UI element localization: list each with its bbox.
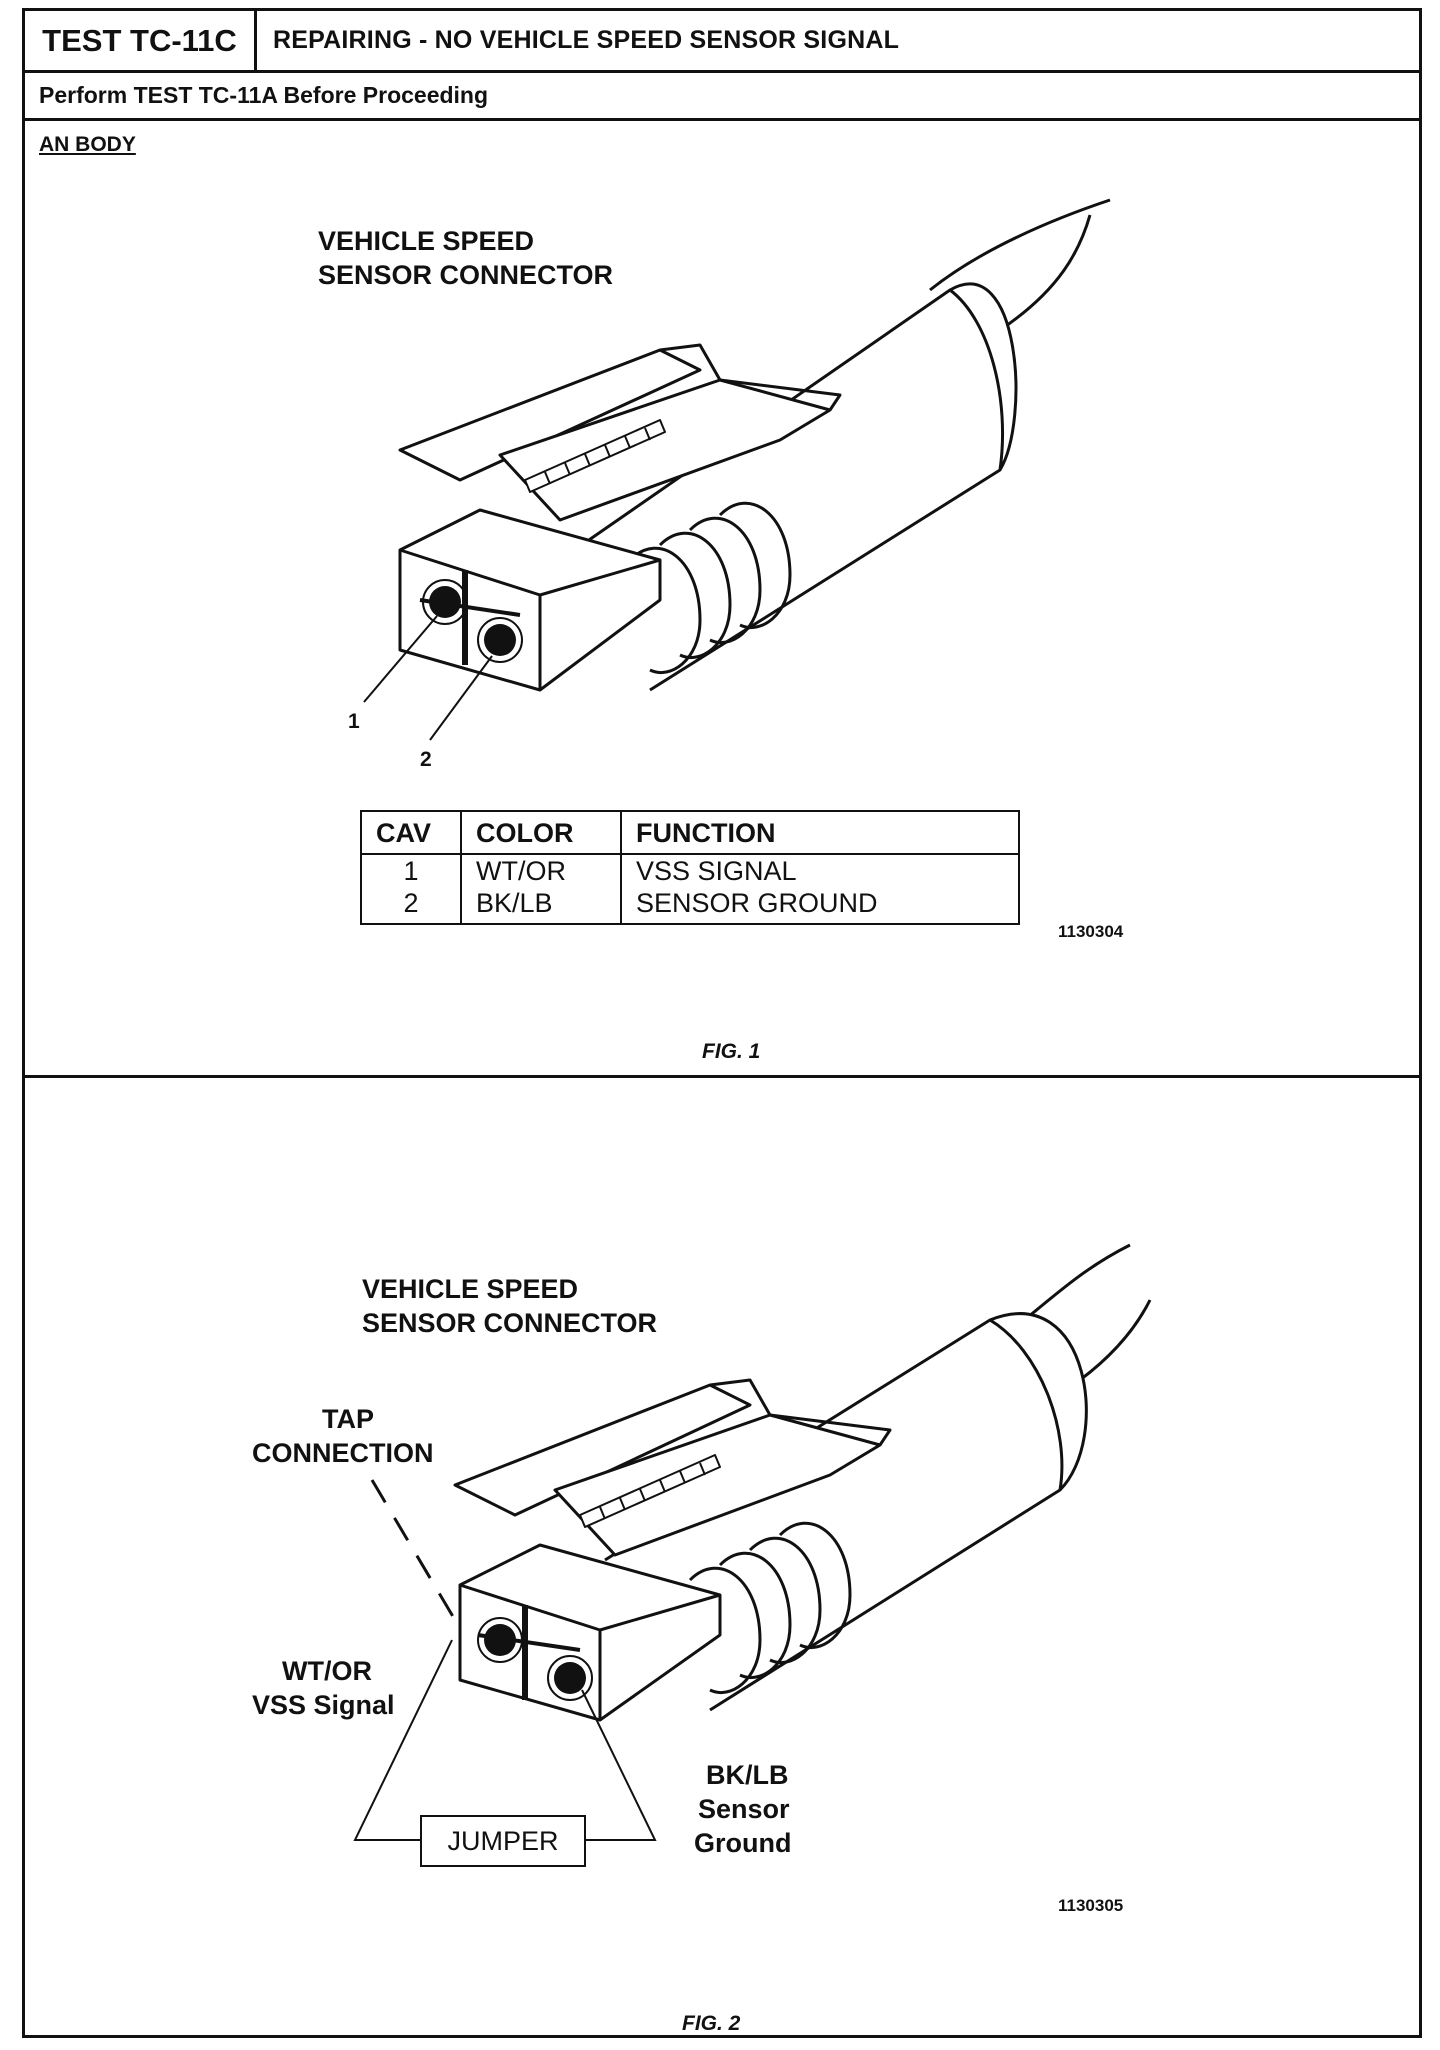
fig1-pin1-label: 1 <box>348 710 360 733</box>
fig1-ref-number: 1130304 <box>1058 922 1124 941</box>
bklb-label-line1: BK/LB <box>706 1760 789 1790</box>
fig2-caption: FIG. 2 <box>682 2012 741 2035</box>
fig2-connector-drawing <box>453 1243 1152 1722</box>
col-color: COLOR <box>461 811 622 855</box>
tap-label-line2: CONNECTION <box>252 1438 434 1468</box>
test-id: TEST TC-11C <box>25 11 257 70</box>
bklb-label-line3: Ground <box>694 1828 792 1858</box>
fig1-label-line1: VEHICLE SPEED <box>318 226 535 256</box>
wtor-label-line1: WT/OR <box>282 1656 372 1686</box>
color-cell: BK/LB <box>461 887 622 924</box>
fig1-pin2-label: 2 <box>420 748 432 771</box>
cavity-table-header: CAV COLOR FUNCTION <box>361 811 1019 855</box>
col-function: FUNCTION <box>621 811 1019 855</box>
header-row: TEST TC-11C REPAIRING - NO VEHICLE SPEED… <box>25 11 1419 73</box>
fig2-ref-number: 1130305 <box>1058 1896 1124 1915</box>
function-cell: VSS SIGNAL <box>636 856 797 886</box>
fig2-label-line1: VEHICLE SPEED <box>362 1274 579 1304</box>
wtor-label-line2: VSS Signal <box>252 1690 395 1720</box>
body-label: AN BODY <box>39 133 136 156</box>
cav-cell: 2 <box>361 887 462 924</box>
tap-label-line1: TAP <box>322 1404 374 1434</box>
fig2-label-line2: SENSOR CONNECTOR <box>362 1308 658 1338</box>
test-title: REPAIRING - NO VEHICLE SPEED SENSOR SIGN… <box>273 26 900 54</box>
prerequisite-note: Perform TEST TC-11A Before Proceeding <box>25 73 1419 121</box>
fig1-caption: FIG. 1 <box>702 1040 761 1063</box>
jumper-box: JUMPER <box>420 1815 586 1867</box>
function-cell: SENSOR GROUND <box>636 888 878 918</box>
col-cav: CAV <box>361 811 462 855</box>
table-row: 2 BK/LB SENSOR GROUND <box>361 887 1019 924</box>
color-cell: WT/OR <box>461 854 622 887</box>
table-row: 1 WT/OR VSS SIGNAL <box>361 854 1019 887</box>
figure-divider <box>25 1075 1419 1078</box>
fig1-label-line2: SENSOR CONNECTOR <box>318 260 614 290</box>
fig1-connector-drawing <box>398 198 1111 692</box>
cavity-table: CAV COLOR FUNCTION 1 WT/OR VSS SIGNAL 2 … <box>360 810 1020 925</box>
bklb-label-line2: Sensor <box>698 1794 790 1824</box>
cav-cell: 1 <box>361 854 462 887</box>
page-frame: TEST TC-11C REPAIRING - NO VEHICLE SPEED… <box>22 8 1422 2038</box>
